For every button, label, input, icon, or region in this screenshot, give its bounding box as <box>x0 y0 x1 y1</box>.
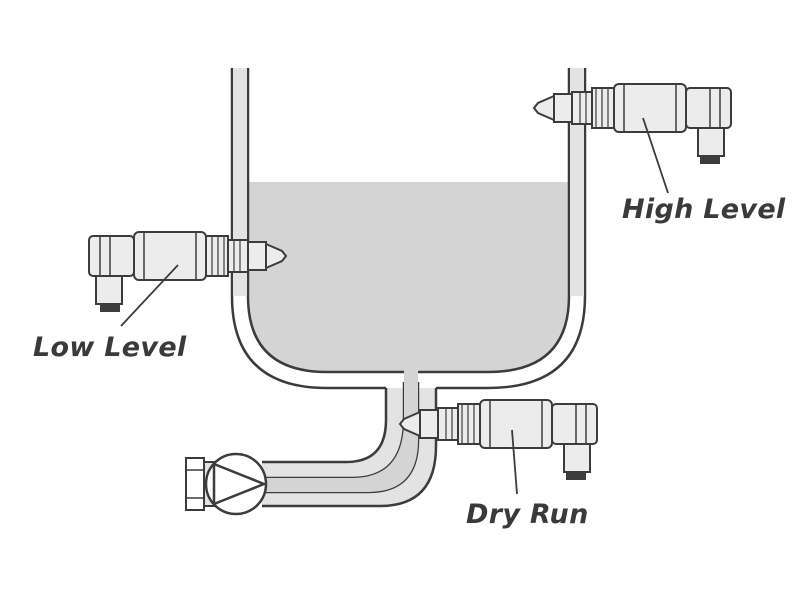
tank-inner-wall <box>246 68 404 374</box>
liquid <box>248 182 569 382</box>
tank <box>230 68 587 390</box>
outlet-pipe <box>262 382 438 508</box>
high-level-leader <box>642 117 669 194</box>
high-level-label: High Level <box>622 194 786 225</box>
pump-icon <box>185 452 268 516</box>
high-level-sensor <box>533 83 732 165</box>
dry-run-leader <box>511 429 518 495</box>
dry-run-label: Dry Run <box>466 499 589 530</box>
low-level-label: Low Level <box>33 332 187 363</box>
tank-outer-wall <box>230 68 386 390</box>
low-level-leader <box>120 264 179 327</box>
